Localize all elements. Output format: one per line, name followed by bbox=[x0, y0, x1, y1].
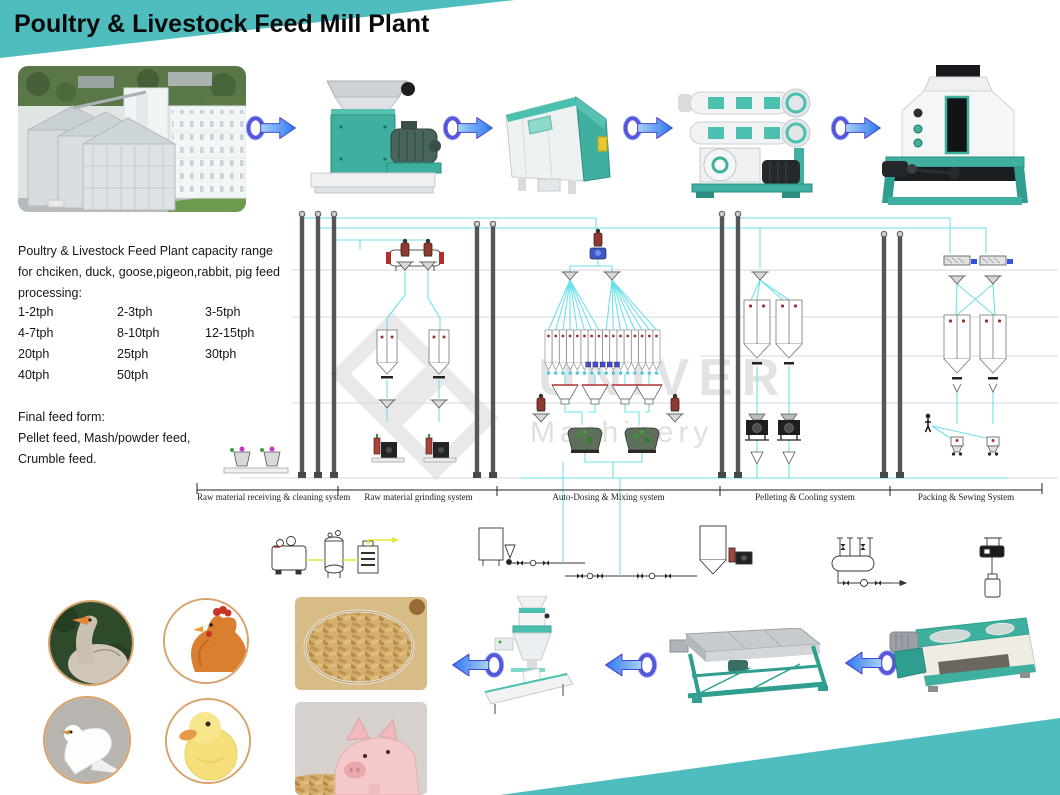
section-label-receiving: Raw material receiving & cleaning system bbox=[197, 492, 351, 502]
capacity-cell: 40tph bbox=[18, 368, 50, 382]
auxiliary-equipment-diagram bbox=[271, 515, 1005, 598]
page-title: Poultry & Livestock Feed Mill Plant bbox=[14, 10, 430, 38]
flow-arrow-right-icon bbox=[246, 116, 295, 139]
intro-line: Poultry & Livestock Feed Plant capacity … bbox=[18, 244, 273, 258]
final-feed-form: Final feed form: Pellet feed, Mash/powde… bbox=[18, 407, 298, 470]
chicken-photo bbox=[163, 598, 249, 684]
capacity-cell: 20tph bbox=[18, 347, 50, 361]
duckling-photo bbox=[165, 698, 251, 784]
feed-pellets-photo bbox=[295, 597, 427, 690]
capacity-intro: Poultry & Livestock Feed Plant capacity … bbox=[18, 241, 303, 304]
flow-arrow-right-icon bbox=[623, 116, 672, 139]
pipe-network bbox=[304, 217, 1008, 515]
capacity-cell: 30tph bbox=[205, 347, 237, 361]
final-feed-line: Crumble feed. bbox=[18, 452, 97, 466]
final-feed-heading: Final feed form: bbox=[18, 410, 105, 424]
rotary-sieve-photo bbox=[669, 628, 828, 703]
capacity-cell: 2-3tph bbox=[117, 305, 153, 319]
grinding-section bbox=[371, 329, 457, 463]
flow-arrow-left-icon bbox=[606, 653, 657, 677]
section-label-pelleting-cooling: Pelleting & Cooling system bbox=[755, 492, 855, 502]
feed-mill-plant-photo bbox=[18, 66, 246, 212]
capacity-cell: 8-10tph bbox=[117, 326, 160, 340]
cooler-photo bbox=[882, 65, 1028, 205]
capacity-cell bbox=[205, 365, 298, 386]
flow-arrow-right-icon bbox=[831, 116, 880, 139]
piglet-photo bbox=[295, 702, 427, 795]
final-feed-line: Pellet feed, Mash/powder feed, bbox=[18, 431, 191, 445]
dosing-bins bbox=[544, 329, 661, 376]
goose-photo bbox=[48, 600, 134, 686]
crumbler-photo bbox=[889, 617, 1037, 692]
mixing-section bbox=[531, 384, 685, 454]
section-label-packing-sewing: Packing & Sewing System bbox=[917, 492, 1015, 502]
capacity-cell: 25tph bbox=[117, 347, 149, 361]
mixer-photo bbox=[505, 95, 611, 194]
capacity-cell: 12-15tph bbox=[205, 326, 255, 340]
capacity-cell: 50tph bbox=[117, 368, 149, 382]
bagging-machine-photo bbox=[484, 596, 574, 714]
capacity-cell: 3-5tph bbox=[205, 305, 241, 319]
pelleting-section bbox=[743, 271, 803, 465]
cleaning-machines bbox=[223, 446, 289, 474]
capacity-cell: 4-7tph bbox=[18, 326, 54, 340]
packing-section bbox=[924, 255, 1013, 457]
section-label-dosing-mixing: Auto-Dosing & Mixing system bbox=[552, 492, 665, 502]
watermark-sub: Machinery bbox=[530, 416, 714, 449]
footer-band bbox=[500, 718, 1060, 795]
hammer-mill-photo bbox=[310, 80, 442, 194]
intro-line: processing: bbox=[18, 286, 82, 300]
section-divider bbox=[196, 483, 1043, 496]
process-flow-diagram bbox=[196, 210, 1058, 515]
pigeon-photo bbox=[43, 696, 131, 784]
section-label-grinding: Raw material grinding system bbox=[364, 492, 473, 502]
drum-cleaner-symbol bbox=[386, 249, 444, 271]
bucket-elevators bbox=[298, 210, 904, 478]
intro-line: for chciken, duck, goose,pigeon,rabbit, … bbox=[18, 265, 280, 279]
pellet-mill-photo bbox=[678, 88, 813, 198]
capacity-cell: 1-2tph bbox=[18, 305, 54, 319]
capacity-table: 1-2tph 2-3tph 3-5tph 4-7tph 8-10tph 12-1… bbox=[18, 302, 298, 386]
flow-arrow-right-icon bbox=[443, 116, 492, 139]
